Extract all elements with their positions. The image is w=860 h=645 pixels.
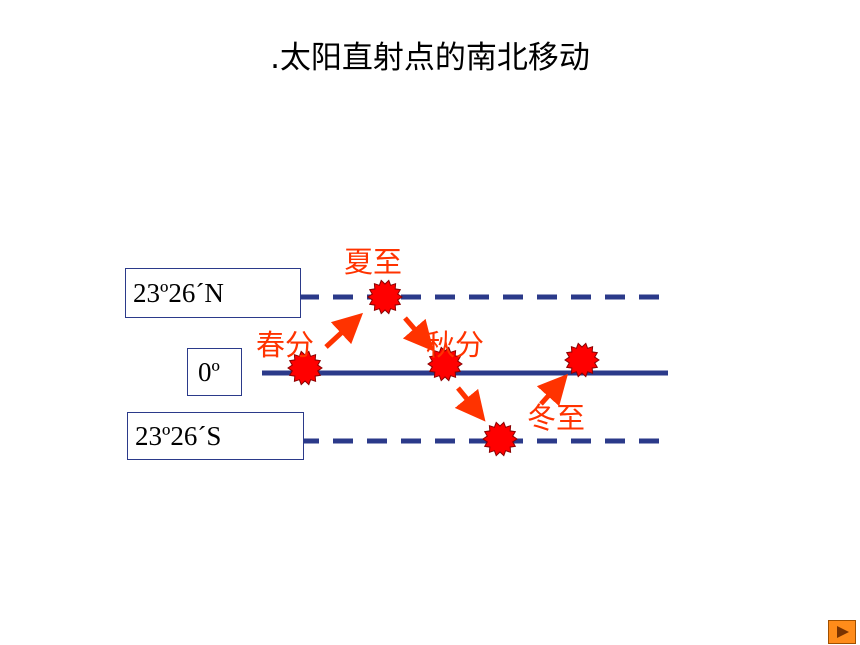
- sun-spring-equinox-return: [564, 342, 600, 378]
- label-winter-solstice: 冬至: [527, 401, 586, 435]
- latitude-label-equator: 0º: [187, 348, 242, 396]
- label-autumn-equinox: 秋分: [426, 328, 485, 362]
- latitude-label-south: 23º26´S: [127, 412, 304, 460]
- arrow-winter-to-spring: [536, 373, 569, 407]
- sun-summer-solstice: [367, 279, 403, 315]
- page-title: .太阳直射点的南北移动: [270, 40, 590, 76]
- latitude-label-north: 23º26´N: [125, 268, 301, 318]
- arrow-spring-to-summer: [324, 312, 364, 349]
- arrow-summer-to-autumn: [402, 316, 434, 352]
- play-triangle-icon: [837, 626, 849, 638]
- next-slide-button[interactable]: [828, 620, 856, 644]
- label-summer-solstice: 夏至: [344, 245, 403, 279]
- sun-winter-solstice: [482, 421, 518, 457]
- label-spring-equinox: 春分: [256, 328, 315, 362]
- arrow-autumn-to-winter: [454, 386, 486, 422]
- sun-autumn-equinox: [427, 346, 463, 382]
- sun-spring-equinox: [287, 350, 323, 386]
